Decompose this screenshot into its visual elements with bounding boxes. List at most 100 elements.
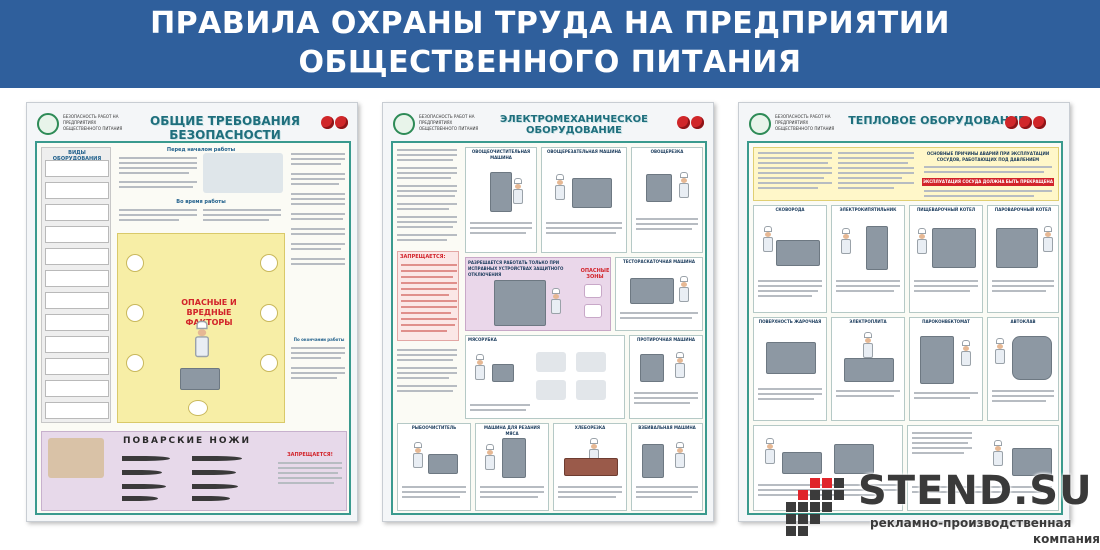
hazard-icon [260,254,278,272]
poster-body: ВИДЫ ОБОРУДОВАНИЯ Перед началом работы В… [35,141,351,515]
danger-zones-label: ОПАСНЫЕ ЗОНЫ [580,268,610,280]
cooking-kettle-illustration [932,228,976,268]
text-line [119,157,197,159]
cook-figure [412,442,424,468]
maintenance-cell [907,425,1059,511]
cell-title: ОВОЩЕРЕЗКА [650,149,684,154]
grinder-part [576,380,606,400]
title-banner: ПРАВИЛА ОХРАНЫ ТРУДА НА ПРЕДПРИЯТИИ ОБЩЕ… [0,0,1100,88]
text-line [203,219,269,221]
poster-title: ТЕПЛОВОЕ ОБОРУДОВАНИЕ [848,114,1026,127]
zone-detail [584,304,602,318]
cell-title: ТЕСТОРАСКАТОЧНАЯ МАШИНА [623,259,695,264]
safety-logo-icon [37,113,59,135]
hazard-icon [188,400,208,416]
equipment-types-column: ВИДЫ ОБОРУДОВАНИЯ [41,147,111,423]
equipment-types-heading: ВИДЫ ОБОРУДОВАНИЯ [52,150,102,162]
cook-figure [762,226,774,252]
equipment-illustration [834,444,874,474]
knife-icon [122,456,170,461]
zone-detail [584,284,602,298]
list-item [45,314,109,331]
equipment-cell: ЭЛЕКТРОКИПЯТИЛЬНИК [831,205,905,313]
meat-grinder-illustration [492,364,514,382]
equipment-cell: АВТОКЛАВ [987,317,1059,421]
knife-icon [192,484,238,489]
knife-icon [192,496,230,501]
cell-title: ПАРОВАРОЧНЫЙ КОТЕЛ [994,207,1052,212]
cook-figure [960,340,972,366]
danger-zones-panel: РАЗРЕШАЕТСЯ РАБОТАТЬ ТОЛЬКО ПРИ ИСПРАВНЫ… [465,257,611,331]
griddle-illustration [766,342,816,374]
brand-subtitle: рекламно-производственная [870,516,1072,530]
cook-figure [862,332,874,358]
list-item [45,358,109,375]
hazard-icon [126,354,144,372]
protection-caption: РАЗРЕШАЕТСЯ РАБОТАТЬ ТОЛЬКО ПРИ ИСПРАВНЫ… [468,260,564,277]
poster-header: БЕЗОПАСНОСТЬ РАБОТ НА ПРЕДПРИЯТИЯХ ОБЩЕС… [749,111,1061,139]
equipment-cell: РЫБООЧИСТИТЕЛЬ [397,423,471,511]
text-line [203,209,281,211]
equipment-cell: ТЕСТОРАСКАТОЧНАЯ МАШИНА [615,257,703,331]
kitchen-illustration [203,153,283,193]
poster-header-caption: БЕЗОПАСНОСТЬ РАБОТ НА ПРЕДПРИЯТИЯХ ОБЩЕС… [775,114,835,131]
text-line [119,172,189,174]
poster-body: ОСНОВНЫЕ ПРИЧИНЫ АВАРИЙ ПРИ ЭКСПЛУАТАЦИИ… [747,141,1063,515]
danger-factors-panel: ОПАСНЫЕ И ВРЕДНЫЕ ФАКТОРЫ [117,233,285,423]
dough-roller-illustration [630,278,674,304]
vegetable-cutter-illustration [646,174,672,202]
list-item [45,270,109,287]
knife-icon [192,470,236,475]
equipment-cell: ПРОТИРОЧНАЯ МАШИНА [629,335,703,419]
poster-header: БЕЗОПАСНОСТЬ РАБОТ НА ПРЕДПРИЯТИЯХ ОБЩЕС… [393,111,705,139]
frying-pan-illustration [776,240,820,266]
equipment-cell: ПОВЕРХНОСТЬ ЖАРОЧНАЯ [753,317,827,421]
list-item [45,380,109,397]
brand-subtitle-2: компания [1033,532,1100,546]
cook-figure [484,444,496,470]
pressure-vessels-panel: ОСНОВНЫЕ ПРИЧИНЫ АВАРИЙ ПРИ ЭКСПЛУАТАЦИИ… [753,147,1059,201]
cook-figure [474,354,486,380]
poster-title: ЭЛЕКТРОМЕХАНИЧЕСКОЕ ОБОРУДОВАНИЕ [499,114,649,136]
poster-header-caption: БЕЗОПАСНОСТЬ РАБОТ НА ПРЕДПРИЯТИЯХ ОБЩЕС… [63,114,123,131]
cook-figure [916,228,928,254]
list-item [45,292,109,309]
combi-oven-illustration [920,336,954,384]
poster-header-caption: БЕЗОПАСНОСТЬ РАБОТ НА ПРЕДПРИЯТИЯХ ОБЩЕС… [419,114,479,131]
safety-logo-icon [749,113,771,135]
knives-title: ПОВАРСКИЕ НОЖИ [122,436,252,446]
text-line [119,167,197,169]
cook-figure [764,438,776,464]
cook-figure [994,338,1006,364]
cell-title: ПРОТИРОЧНАЯ МАШИНА [636,337,696,342]
list-item [45,182,109,199]
knife-icon [122,484,166,489]
text-line [119,209,197,211]
list-item [45,204,109,221]
cook-figure [554,174,566,200]
puree-machine-illustration [640,354,664,382]
list-item [45,160,109,177]
cell-title: МЯСОРУБКА [468,337,497,342]
text-line [119,214,197,216]
electric-stove-illustration [844,358,894,382]
cutter-machine-illustration [572,178,612,208]
dough-machine-illustration [494,280,546,326]
mixer-illustration [642,444,664,478]
equipment-cell: ОВОЩЕРЕЗАТЕЛЬНАЯ МАШИНА [541,147,627,253]
fish-scaler-illustration [428,454,458,474]
text-line [119,186,193,188]
equipment-cell: ПАРОКОНВЕКТОМАТ [909,317,983,421]
apples-icon [307,116,349,132]
cook-figure [194,320,211,358]
hazard-icon [260,354,278,372]
forbidden-heading: ЗАПРЕЩАЕТСЯ: [400,254,446,260]
equipment-cell: МЯСОРУБКА [465,335,625,419]
meat-slicer-illustration [502,438,526,478]
poster-general-safety: БЕЗОПАСНОСТЬ РАБОТ НА ПРЕДПРИЯТИЯХ ОБЩЕС… [26,102,358,522]
cell-title: ОВОЩЕРЕЗАТЕЛЬНАЯ МАШИНА [546,149,622,154]
equipment-cell: МАШИНА ДЛЯ РЕЗАНИЯ МЯСА [475,423,549,511]
brand-name: STEND.SU [858,468,1093,514]
poster-title: ОБЩИЕ ТРЕБОВАНИЯ БЕЗОПАСНОСТИ [150,114,300,142]
rules-text-column: По окончании работы [291,147,347,423]
